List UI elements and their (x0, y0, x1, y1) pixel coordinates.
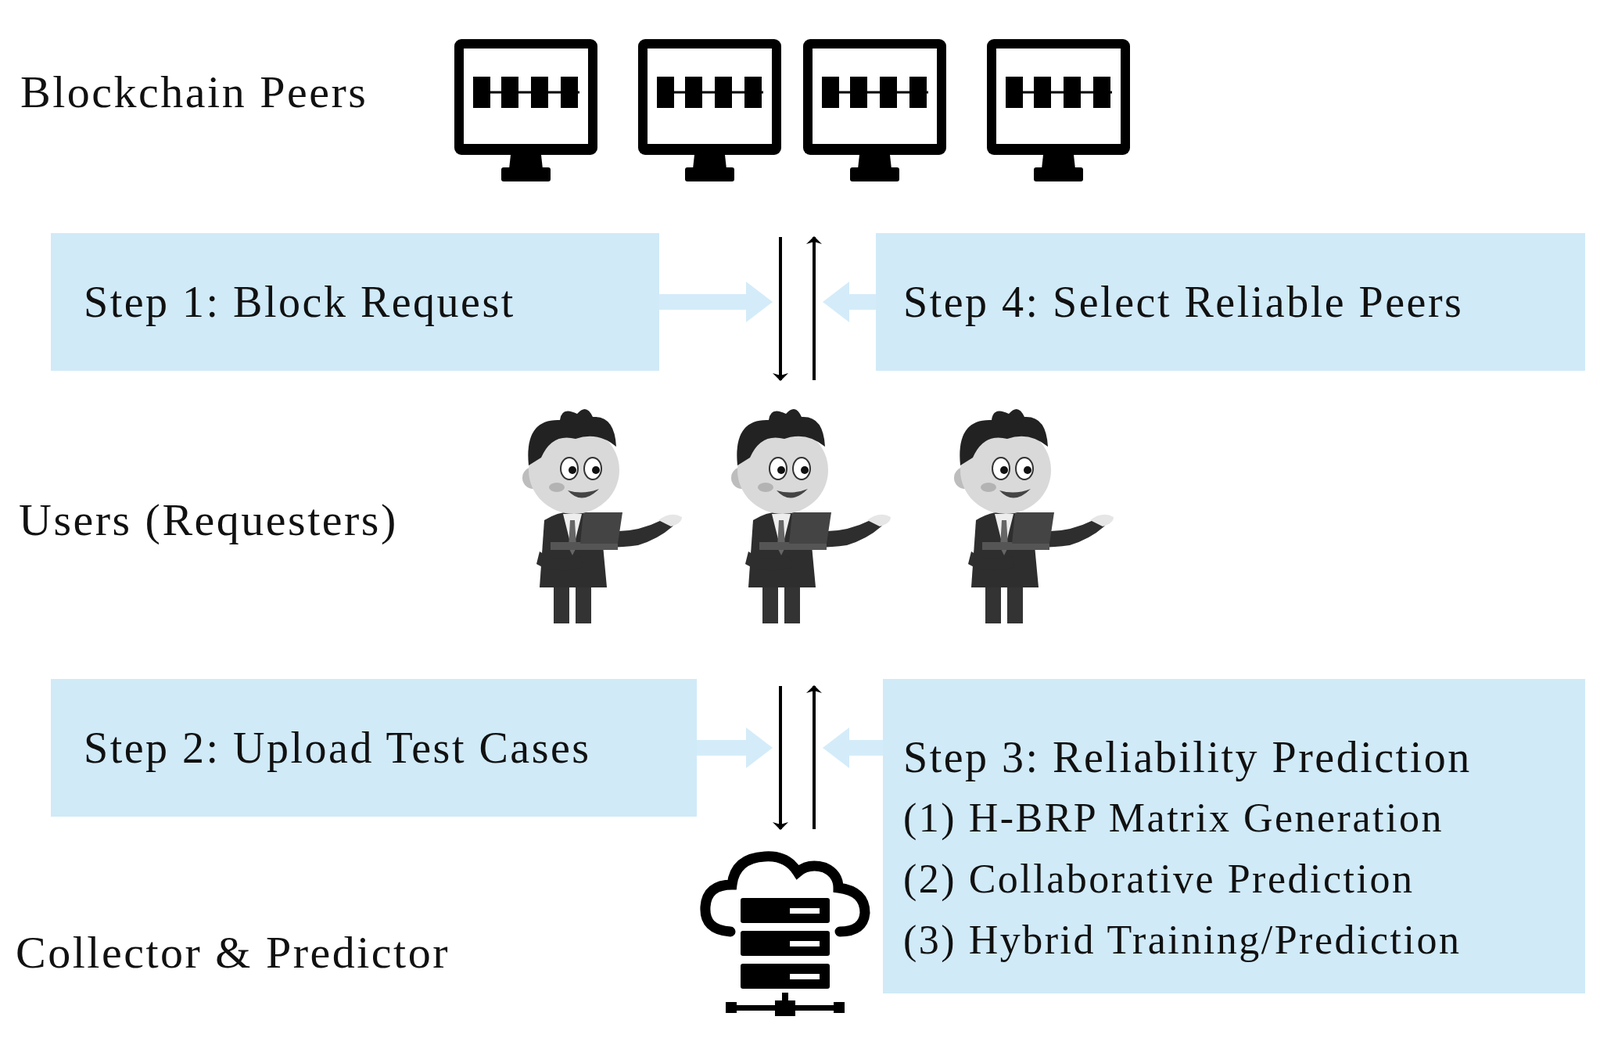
step-title: Step 4: Select Reliable Peers (903, 274, 1464, 330)
step-title: Step 3: Reliability Prediction (903, 726, 1472, 788)
user-figures (522, 408, 1114, 624)
tier-label: Blockchain Peers (20, 64, 368, 120)
step-box: Step 4: Select Reliable Peers (875, 233, 1586, 371)
flow-arrows (780, 236, 815, 829)
cloud-server-icon (705, 856, 865, 1016)
step-item: (3) Hybrid Training/Prediction (903, 909, 1461, 971)
step-item: (2) Collaborative Prediction (903, 848, 1414, 910)
step-box: Step 2: Upload Test Cases (50, 678, 697, 817)
step-item: (1) H-BRP Matrix Generation (903, 787, 1444, 849)
step-box: Step 1: Block Request (50, 233, 660, 371)
step-title: Step 1: Block Request (83, 274, 516, 330)
step-box: Step 3: Reliability Prediction(1) H-BRP … (882, 678, 1586, 994)
tier-label: Collector & Predictor (15, 925, 450, 980)
step-title: Step 2: Upload Test Cases (83, 720, 592, 775)
blockchain-peer-monitors (454, 39, 1131, 182)
tier-label: Users (Requesters) (18, 492, 399, 548)
